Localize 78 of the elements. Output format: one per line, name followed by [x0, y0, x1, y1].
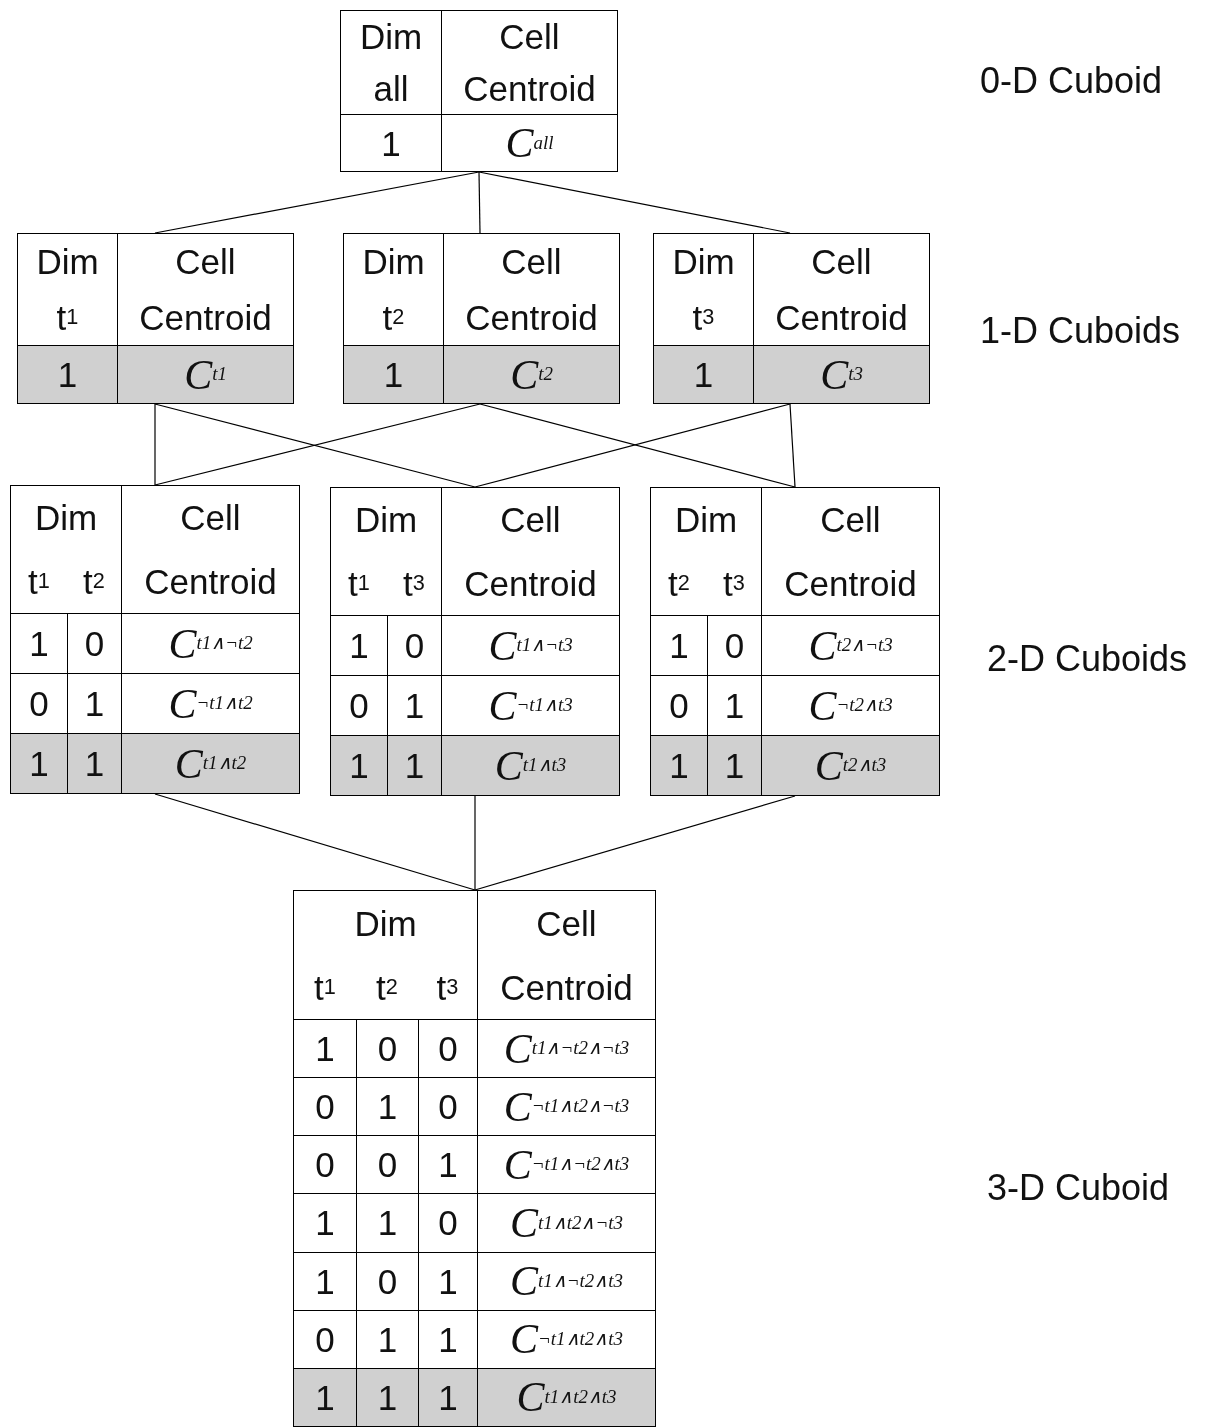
cell-value: 0 — [67, 613, 121, 673]
dim-header: Dim — [35, 241, 100, 284]
dim-header: Dim — [361, 241, 426, 284]
cell-value: 1 — [418, 1309, 477, 1368]
cell-value: 0 — [418, 1077, 477, 1136]
dim-header: Dim — [358, 16, 424, 59]
cell-value: 0 — [294, 1309, 356, 1368]
cell-value: 1 — [344, 345, 443, 403]
cell-value: 0 — [294, 1135, 356, 1194]
cell-value: 0 — [356, 1019, 418, 1078]
column-header: Centroid — [761, 551, 939, 615]
level-label: 3-D Cuboid — [987, 1167, 1170, 1209]
cell-value: 1 — [294, 1193, 356, 1252]
cell-value: 1 — [707, 735, 761, 795]
column-header: Cell — [761, 488, 939, 552]
cuboid-table — [650, 487, 940, 796]
column-header: Centroid — [477, 955, 655, 1019]
dim-header: Dim — [671, 241, 736, 284]
cell-value: 1 — [654, 345, 753, 403]
column-header: Cell — [753, 234, 929, 290]
cell-value: 1 — [356, 1193, 418, 1252]
cuboid-table — [293, 890, 656, 1427]
cell-value: 1 — [67, 733, 121, 793]
cell-value: 0 — [418, 1019, 477, 1078]
column-header: Centroid — [121, 549, 299, 613]
level-label: 1-D Cuboids — [980, 310, 1181, 352]
dim-header: Dim — [353, 499, 419, 542]
connector-line — [154, 793, 476, 891]
cell-value: 1 — [11, 733, 67, 793]
connector-line — [474, 795, 476, 891]
connector-line — [478, 171, 481, 234]
cell-value: 1 — [418, 1367, 477, 1426]
dimension-label: all — [372, 67, 410, 110]
column-header: Cell — [441, 11, 617, 63]
cell-value: 1 — [18, 345, 117, 403]
cell-value: 1 — [356, 1077, 418, 1136]
cell-value: 1 — [651, 735, 707, 795]
cuboid-table — [330, 487, 620, 796]
connector-line — [154, 403, 156, 486]
dim-header: Dim — [33, 497, 99, 540]
cuboid-table — [10, 485, 300, 794]
column-header: Cell — [477, 891, 655, 955]
cell-value: 0 — [356, 1251, 418, 1310]
column-header: Centroid — [441, 551, 619, 615]
cell-value: 1 — [387, 735, 441, 795]
cell-value: 1 — [294, 1019, 356, 1078]
connector-line — [474, 795, 796, 891]
column-header: Cell — [441, 488, 619, 552]
cell-value: 1 — [331, 735, 387, 795]
level-label: 2-D Cuboids — [987, 638, 1188, 680]
cell-value: 0 — [418, 1193, 477, 1252]
connector-line — [478, 171, 791, 234]
column-header: Cell — [117, 234, 293, 290]
cell-value: 1 — [341, 114, 441, 171]
cuboid-table — [653, 233, 930, 404]
cell-value: 1 — [356, 1309, 418, 1368]
cell-value: 1 — [418, 1135, 477, 1194]
cell-value: 1 — [294, 1251, 356, 1310]
level-label: 0-D Cuboid — [980, 60, 1163, 102]
cell-value: 0 — [707, 615, 761, 675]
cell-value: 0 — [294, 1077, 356, 1136]
column-header: Centroid — [441, 62, 617, 114]
dim-header: Dim — [353, 902, 418, 945]
dim-header: Dim — [673, 499, 739, 542]
cell-value: 0 — [387, 615, 441, 675]
cell-value: 1 — [294, 1367, 356, 1426]
cuboid-table — [343, 233, 620, 404]
cell-value: 0 — [356, 1135, 418, 1194]
cell-value: 1 — [11, 613, 67, 673]
cuboid-table — [17, 233, 294, 404]
cuboid-table — [340, 10, 618, 172]
column-header: Cell — [121, 486, 299, 550]
cell-value: 1 — [418, 1251, 477, 1310]
cell-value: 1 — [651, 615, 707, 675]
column-header: Cell — [443, 234, 619, 290]
cell-value: 1 — [331, 615, 387, 675]
connector-line — [789, 403, 796, 488]
cell-value: 1 — [356, 1367, 418, 1426]
